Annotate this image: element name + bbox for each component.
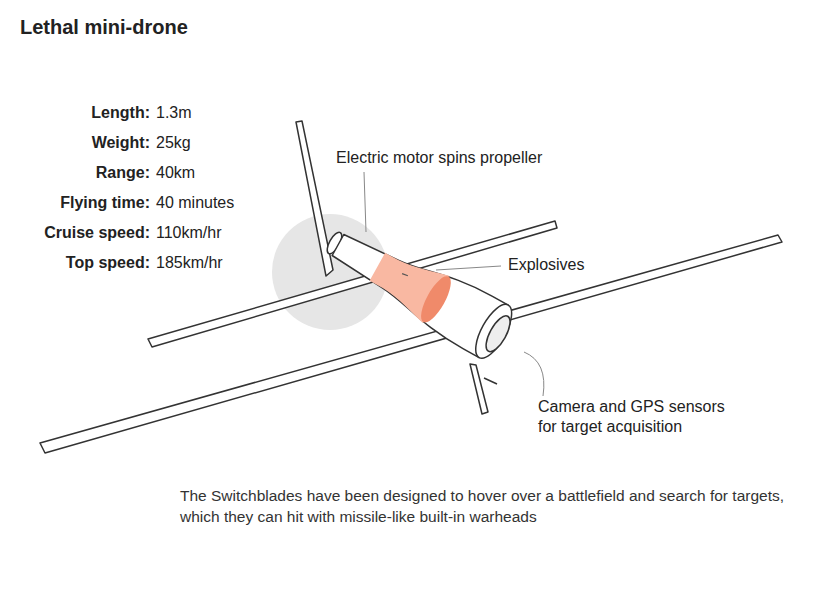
spec-name: Weight: (0, 133, 150, 153)
callout-label: Explosives (508, 255, 628, 275)
spec-value: 25kg (156, 133, 316, 153)
camera-lens (481, 312, 514, 355)
spec-value: 40km (156, 163, 316, 183)
callout-label: Electric motor spins propeller (336, 148, 596, 168)
spec-name: Flying time: (0, 193, 150, 213)
body-detail (402, 273, 408, 277)
leader-line (436, 266, 501, 270)
spec-value: 110km/hr (156, 223, 316, 243)
title: Lethal mini-drone (20, 14, 188, 41)
spec-value: 1.3m (156, 103, 316, 123)
spec-name: Range: (0, 163, 150, 183)
spec-name: Length: (0, 103, 150, 123)
antenna (484, 378, 497, 384)
spec-value: 185km/hr (156, 253, 316, 273)
leader-line (524, 352, 544, 396)
leader-line (364, 172, 366, 232)
nose-cap (469, 299, 519, 363)
explosive-end (415, 272, 456, 326)
callout-label: Camera and GPS sensors for target acquis… (538, 397, 733, 437)
lower-fin (470, 364, 488, 414)
caption: The Switchblades have been designed to h… (180, 486, 790, 528)
spec-name: Cruise speed: (0, 223, 150, 243)
fuselage (316, 214, 520, 363)
spec-value: 40 minutes (156, 193, 316, 213)
spec-name: Top speed: (0, 253, 150, 273)
front-wing (40, 235, 782, 453)
